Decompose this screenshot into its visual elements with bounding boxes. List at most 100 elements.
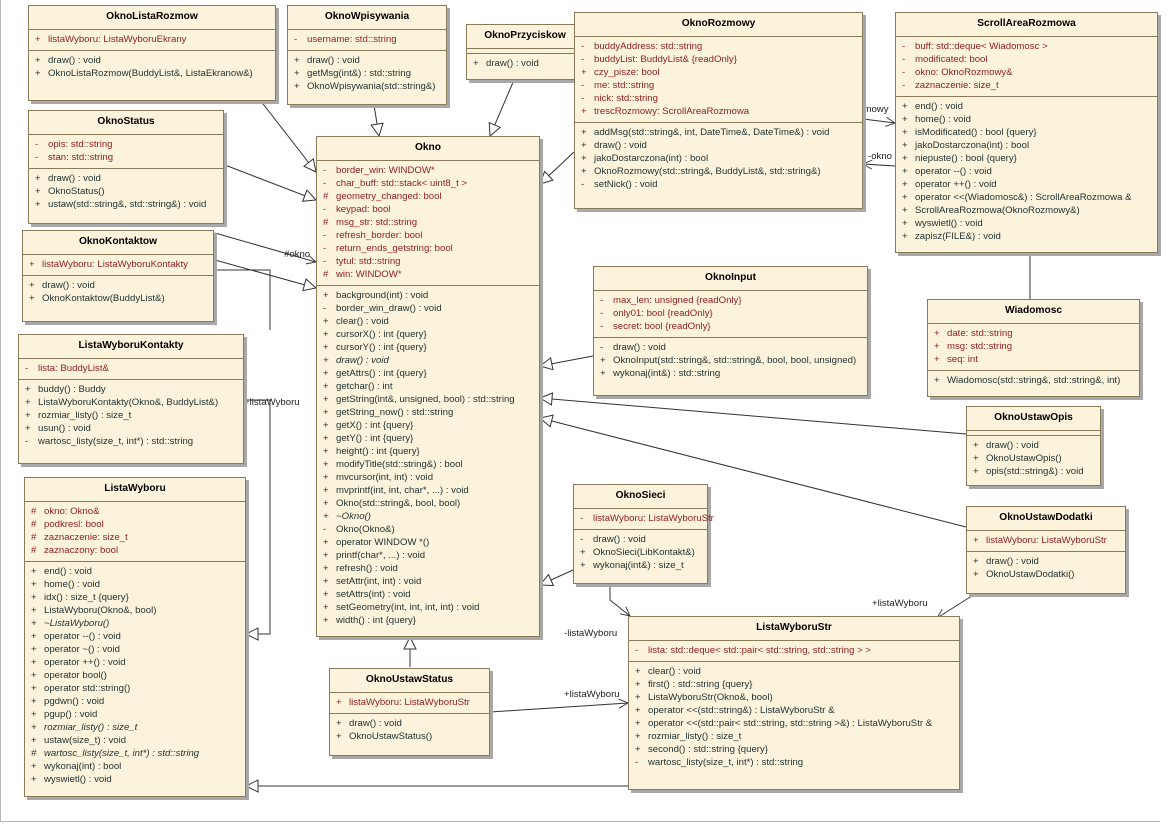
assoc-oknoustawstatus-listawyborustr — [489, 703, 628, 713]
operation-text: ustaw(std::string&, std::string&) : void — [48, 199, 207, 210]
operation-row: +usun() : void — [19, 422, 243, 435]
operation-row: +~ListaWyboru() — [25, 617, 245, 630]
label-okno-minus: -okno — [868, 151, 892, 162]
operation-text: jakoDostarczona(int) : bool — [915, 140, 1030, 151]
operation-row: +rozmiar_listy() : size_t — [25, 721, 245, 734]
visibility-marker: + — [581, 140, 587, 151]
class-listawyborukontakty[interactable]: ListaWyboruKontakty-lista: BuddyList&+bu… — [18, 334, 244, 464]
operation-row: +OknoWpisywania(std::string&) — [288, 80, 446, 93]
operations-compartment: +draw() : void+OknoUstawOpis()+opis(std:… — [967, 436, 1100, 482]
attribute-text: me: std::string — [594, 80, 655, 91]
operation-row: +draw() : void — [330, 717, 489, 730]
operations-compartment: +draw() : void — [467, 54, 583, 74]
operation-text: wyswietl() : void — [44, 774, 112, 785]
class-name: OknoStatus — [29, 111, 223, 135]
class-oknoustawstatus[interactable]: OknoUstawStatus+listaWyboru: ListaWyboru… — [329, 668, 490, 756]
attribute-text: listaWyboru: ListaWyboruStr — [986, 535, 1107, 546]
operation-row: +pgup() : void — [25, 708, 245, 721]
operation-text: setAttrs(int) : void — [336, 589, 411, 600]
class-name: OknoWpisywania — [288, 6, 446, 30]
class-oknoinput[interactable]: OknoInput-max_len: unsigned {readOnly}-o… — [593, 266, 868, 396]
class-oknostatus[interactable]: OknoStatus-opis: std::string-stan: std::… — [28, 110, 224, 224]
attributes-compartment — [467, 49, 583, 54]
assoc-listawyboru-okno — [214, 232, 316, 262]
attribute-row: -char_buff: std::stack< uint8_t > — [317, 177, 539, 190]
attributes-compartment: -max_len: unsigned {readOnly}-only01: bo… — [594, 291, 867, 338]
class-listawyborustr[interactable]: ListaWyboruStr-lista: std::deque< std::p… — [628, 616, 960, 790]
operation-row: -Okno(Okno&) — [317, 523, 539, 536]
class-oknowpisywania[interactable]: OknoWpisywania-username: std::string+dra… — [287, 5, 447, 105]
class-wiadomosc[interactable]: Wiadomosc+date: std::string+msg: std::st… — [927, 299, 1140, 397]
visibility-marker: - — [600, 321, 604, 332]
operation-row: +second() : std::string {query} — [629, 743, 959, 756]
class-name: OknoUstawDodatki — [967, 507, 1125, 531]
attributes-compartment: +listaWyboru: ListaWyboruStr — [330, 693, 489, 714]
operation-text: printf(char*, ...) : void — [336, 550, 426, 561]
visibility-marker: - — [581, 54, 585, 65]
class-oknosieci[interactable]: OknoSieci-listaWyboru: ListaWyboruStr-dr… — [573, 484, 714, 584]
operations-compartment: +end() : void+home() : void+isModificate… — [896, 97, 1157, 247]
operation-row: +wyswietl() : void — [25, 773, 245, 786]
operations-compartment: +draw() : void+OknoUstawDodatki() — [967, 552, 1125, 585]
operation-text: end() : void — [915, 101, 963, 112]
visibility-marker: # — [31, 532, 37, 543]
operation-row: -draw() : void — [574, 533, 707, 546]
label-lista-wyboru-kontakty: +listaWyboru — [244, 397, 300, 408]
operation-row: +end() : void — [25, 565, 245, 578]
operations-compartment: +addMsg(std::string&, int, DateTime&, Da… — [575, 123, 862, 195]
class-oknoustawopis[interactable]: OknoUstawOpis+draw() : void+OknoUstawOpi… — [966, 406, 1101, 486]
class-name: ListaWyboru — [25, 478, 245, 502]
operation-text: wartosc_listy(size_t, int*) : std::strin… — [648, 757, 804, 768]
class-oknokontaktow[interactable]: OknoKontaktow+listaWyboru: ListaWyboruKo… — [22, 230, 214, 322]
class-oknoprzyciskow[interactable]: OknoPrzyciskow+draw() : void — [466, 24, 584, 80]
class-scrollarearozmowa[interactable]: ScrollAreaRozmowa-buff: std::deque< Wiad… — [895, 12, 1158, 253]
visibility-marker: - — [581, 80, 585, 91]
operation-row: +draw() : void — [29, 172, 223, 185]
visibility-marker: + — [581, 166, 587, 177]
operation-row: +setGeometry(int, int, int, int) : void — [317, 601, 539, 614]
attributes-compartment: -buff: std::deque< Wiadomosc >-modificat… — [896, 37, 1157, 97]
operation-row: +height() : int {query} — [317, 445, 539, 458]
label-lista-wyboru-status: +listaWyboru — [564, 689, 620, 700]
operation-row: +draw() : void — [967, 439, 1100, 452]
attribute-row: +listaWyboru: ListaWyboruStr — [967, 534, 1125, 547]
visibility-marker: + — [35, 199, 41, 210]
operation-text: operator ++() : void — [44, 657, 126, 668]
gen-oknostatus-okno — [224, 164, 316, 200]
operation-text: getMsg(int&) : std::string — [307, 68, 411, 79]
attribute-row: -return_ends_getstring: bool — [317, 242, 539, 255]
operation-row: +ListaWyboruKontakty(Okno&, BuddyList&) — [19, 396, 243, 409]
operation-row: +draw() : void — [467, 57, 583, 70]
operation-row: +operator bool() — [25, 669, 245, 682]
attribute-text: tytul: std::string — [336, 256, 401, 267]
visibility-marker: - — [323, 230, 327, 241]
visibility-marker: + — [31, 657, 37, 668]
visibility-marker: # — [31, 545, 37, 556]
visibility-marker: # — [323, 217, 329, 228]
operation-text: usun() : void — [38, 423, 91, 434]
operation-row: -setNick() : void — [575, 178, 862, 191]
operation-text: modifyTitle(std::string&) : bool — [336, 459, 463, 470]
class-oknolistarozmow[interactable]: OknoListaRozmow+listaWyboru: ListaWyboru… — [28, 5, 276, 101]
visibility-marker: + — [31, 618, 37, 629]
class-okno[interactable]: Okno-border_win: WINDOW*-char_buff: std:… — [316, 136, 540, 637]
class-name: OknoUstawStatus — [330, 669, 489, 693]
operation-text: clear() : void — [336, 316, 389, 327]
operation-text: operator --() : void — [44, 631, 121, 642]
operation-row: +ScrollAreaRozmowa(OknoRozmowy&) — [896, 204, 1157, 217]
gen-oknolistarozmow-okno — [259, 99, 316, 172]
attribute-row: -refresh_border: bool — [317, 229, 539, 242]
operation-text: draw() : void — [986, 556, 1039, 567]
visibility-marker: + — [973, 440, 979, 451]
operation-row: +operator --() : void — [896, 165, 1157, 178]
class-oknoustawdodatki[interactable]: OknoUstawDodatki +listaWyboru: ListaWybor… — [966, 506, 1126, 594]
visibility-marker: + — [902, 101, 908, 112]
class-oknorozmowy[interactable]: OknoRozmowy-buddyAddress: std::string-bu… — [574, 12, 863, 209]
visibility-marker: + — [581, 67, 587, 78]
operation-text: wykonaj(int&) : std::string — [613, 368, 721, 379]
attribute-text: username: std::string — [307, 34, 397, 45]
class-listawyboru[interactable]: ListaWyboru#okno: Okno&#podkresl: bool#z… — [24, 477, 246, 797]
operation-row: -wartosc_listy(size_t, int*) : std::stri… — [629, 756, 959, 769]
attributes-compartment: -opis: std::string-stan: std::string — [29, 135, 223, 169]
